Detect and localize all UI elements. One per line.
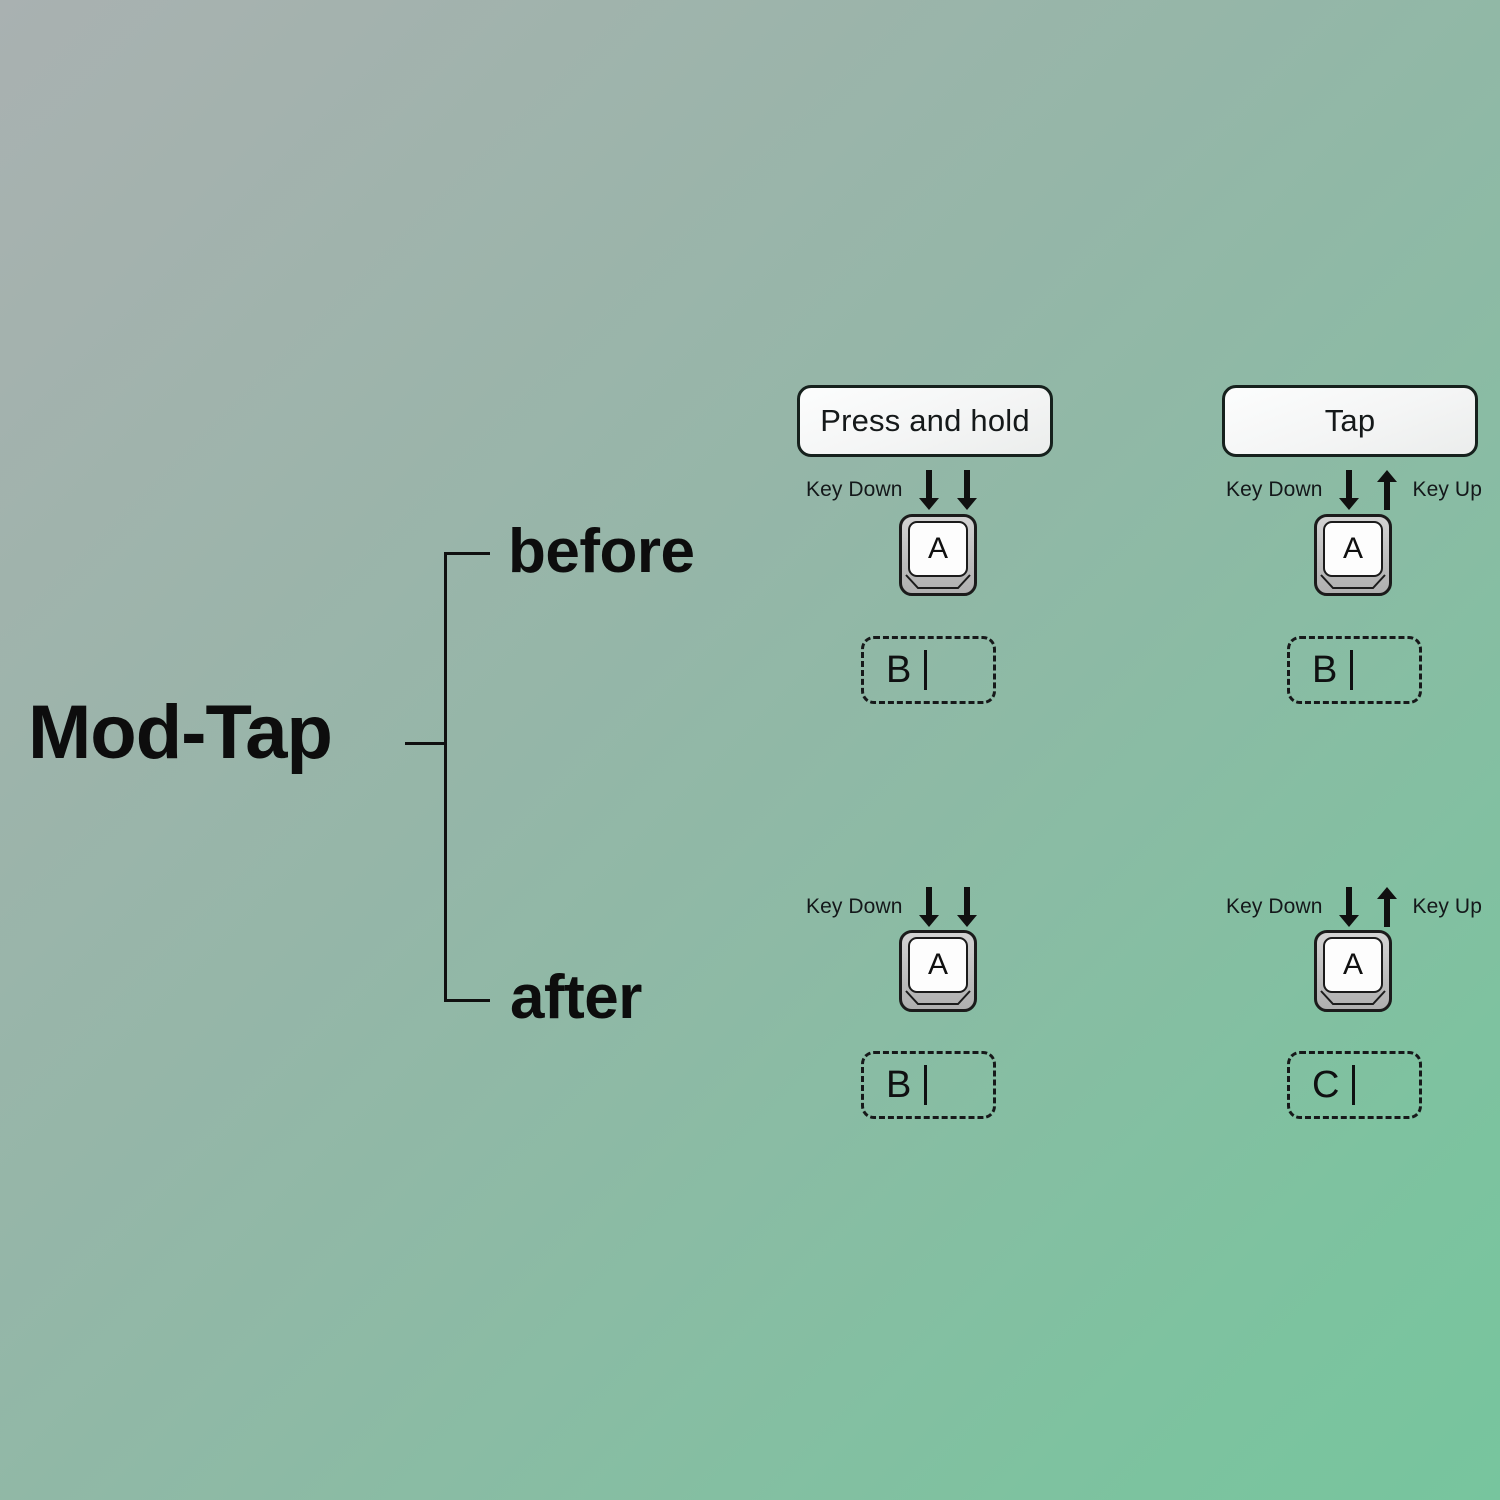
keycap-legend-text: A xyxy=(1342,532,1363,565)
event-label-keydown: Key Down xyxy=(1226,478,1323,501)
event-row: Key Down Key Up xyxy=(1226,468,1482,512)
event-row: Key Down xyxy=(806,885,979,929)
text-caret-icon xyxy=(924,1065,928,1105)
column-header-tap: Tap xyxy=(1222,385,1478,457)
output-character: B xyxy=(886,649,912,691)
keycap-bevel xyxy=(1319,574,1387,592)
text-output-field[interactable]: B xyxy=(861,1051,996,1119)
keycap-legend-text: A xyxy=(927,948,948,981)
event-row: Key Down Key Up xyxy=(1226,885,1482,929)
text-output-field[interactable]: B xyxy=(1287,636,1422,704)
keycap-legend-text: A xyxy=(927,532,948,565)
bracket-arm-top xyxy=(444,552,490,555)
output-character: C xyxy=(1312,1064,1340,1106)
column-header-label: Tap xyxy=(1324,403,1376,438)
keycap-legend: A xyxy=(1323,937,1383,993)
arrow-down-icon xyxy=(1337,468,1361,512)
keycap-legend-text: A xyxy=(1342,948,1363,981)
event-row: Key Down xyxy=(806,468,979,512)
text-output-field[interactable]: B xyxy=(861,636,996,704)
keycap-legend: A xyxy=(1323,521,1383,577)
page-title: Mod-Tap xyxy=(28,690,333,775)
event-label-keydown: Key Down xyxy=(806,478,903,501)
text-caret-icon xyxy=(1352,1065,1356,1105)
event-label-keydown: Key Down xyxy=(1226,895,1323,918)
output-character: B xyxy=(1312,649,1338,691)
keycap-icon: A xyxy=(1314,514,1392,596)
branch-label-before: before xyxy=(508,517,695,586)
bracket-stem xyxy=(405,742,447,745)
text-output-field[interactable]: C xyxy=(1287,1051,1422,1119)
event-label-keyup: Key Up xyxy=(1412,895,1482,918)
branch-label-after: after xyxy=(510,963,642,1032)
text-caret-icon xyxy=(1350,650,1354,690)
arrow-down-icon xyxy=(1337,885,1361,929)
keycap-bevel xyxy=(1319,990,1387,1008)
arrow-up-icon xyxy=(1375,468,1399,512)
arrow-down-icon xyxy=(955,468,979,512)
column-header-press-and-hold: Press and hold xyxy=(797,385,1053,457)
keycap-legend: A xyxy=(908,937,968,993)
event-label-keyup: Key Up xyxy=(1412,478,1482,501)
bracket-arm-bottom xyxy=(444,999,490,1002)
column-header-label: Press and hold xyxy=(820,403,1030,438)
keycap-legend: A xyxy=(908,521,968,577)
arrow-down-icon xyxy=(917,885,941,929)
arrow-up-icon xyxy=(1375,885,1399,929)
arrow-down-icon xyxy=(917,468,941,512)
event-label-keydown: Key Down xyxy=(806,895,903,918)
text-caret-icon xyxy=(924,650,928,690)
arrow-down-icon xyxy=(955,885,979,929)
output-character: B xyxy=(886,1064,912,1106)
bracket-spine xyxy=(444,552,447,1002)
keycap-bevel xyxy=(904,574,972,592)
keycap-icon: A xyxy=(899,514,977,596)
keycap-icon: A xyxy=(1314,930,1392,1012)
keycap-bevel xyxy=(904,990,972,1008)
keycap-icon: A xyxy=(899,930,977,1012)
